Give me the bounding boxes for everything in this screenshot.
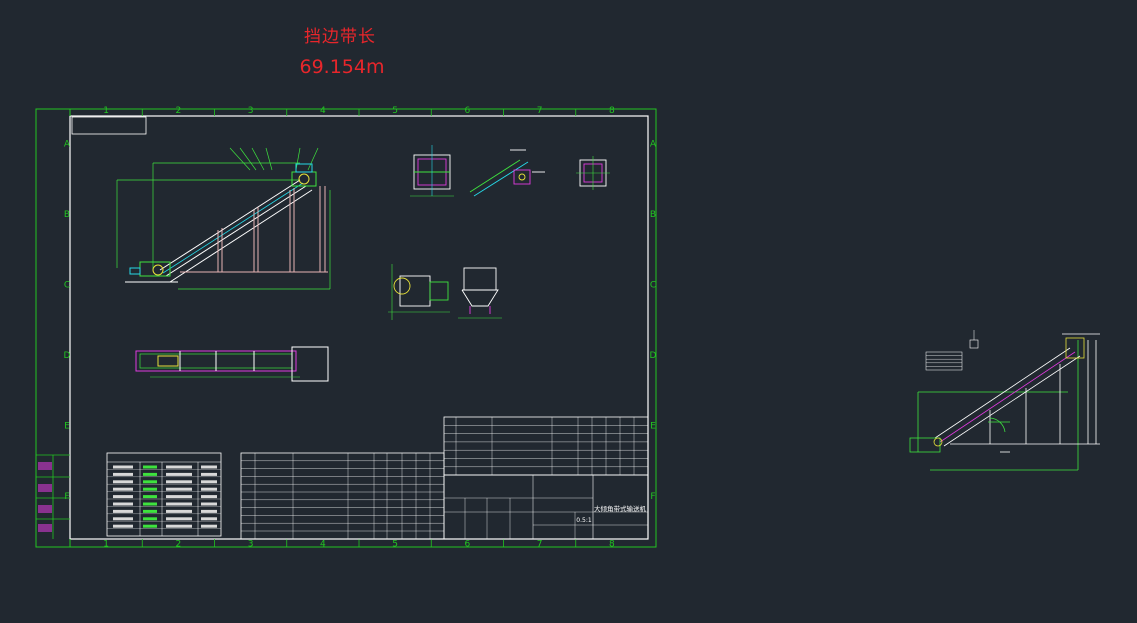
title-block: 大倾角带式输送机 0.5:1 (443, 474, 649, 540)
frame-row-letter: B (650, 210, 656, 220)
frame-column-number: 6 (465, 106, 471, 116)
frame-row-letter: E (650, 421, 656, 431)
scale-label: 0.5:1 (576, 517, 592, 524)
technical-parameter-table (106, 452, 222, 537)
frame-column-number: 1 (103, 540, 109, 550)
frame-row-letter: A (650, 139, 657, 149)
frame-column-number: 7 (537, 106, 543, 116)
frame-row-letter: C (650, 280, 656, 290)
drawing-name-label: 大倾角带式输送机 (594, 504, 647, 513)
section-view-c[interactable] (576, 156, 610, 190)
frame-column-number: 5 (392, 540, 398, 550)
frame-row-letter: D (64, 351, 71, 361)
frame-column-number: 6 (465, 540, 471, 550)
frame-row-letter: E (64, 421, 70, 431)
cross-section-view-a[interactable] (410, 145, 454, 197)
parts-list-table-upper (443, 416, 649, 476)
frame-column-number: 2 (176, 106, 182, 116)
frame-row-letter: A (64, 139, 71, 149)
frame-column-number: 7 (537, 540, 543, 550)
parts-list-table-lower (240, 452, 445, 540)
hopper-front-view[interactable] (458, 267, 502, 319)
frame-row-letter: F (64, 492, 69, 502)
frame-column-number: 4 (320, 106, 326, 116)
frame-column-number: 4 (320, 540, 326, 550)
frame-column-number: 8 (609, 540, 615, 550)
frame-column-number: 1 (103, 106, 109, 116)
frame-row-letter: B (64, 210, 70, 220)
frame-row-letter: D (650, 351, 657, 361)
conveyor-side-elevation[interactable] (116, 147, 331, 290)
frame-column-number: 8 (609, 106, 615, 116)
frame-row-letters: A A B B C C D D E E F F (64, 139, 657, 502)
frame-row-letter: F (650, 492, 655, 502)
frame-column-number: 3 (248, 106, 254, 116)
frame-row-letter: C (64, 280, 70, 290)
hopper-side-view[interactable] (388, 264, 450, 320)
frame-column-number: 3 (248, 540, 254, 550)
conveyor-overview-elevation[interactable] (909, 330, 1100, 471)
frame-column-numbers: 1 1 2 2 3 3 4 4 5 5 6 6 7 7 8 8 (103, 106, 615, 550)
frame-column-number: 5 (392, 106, 398, 116)
idler-detail-view[interactable] (469, 149, 545, 197)
belt-length-title: 挡边带长 (304, 27, 376, 47)
left-margin-stamp-boxes (36, 454, 70, 539)
frame-column-number: 2 (176, 540, 182, 550)
conveyor-plan-view[interactable] (135, 346, 329, 382)
belt-length-value: 69.154m (299, 56, 385, 78)
